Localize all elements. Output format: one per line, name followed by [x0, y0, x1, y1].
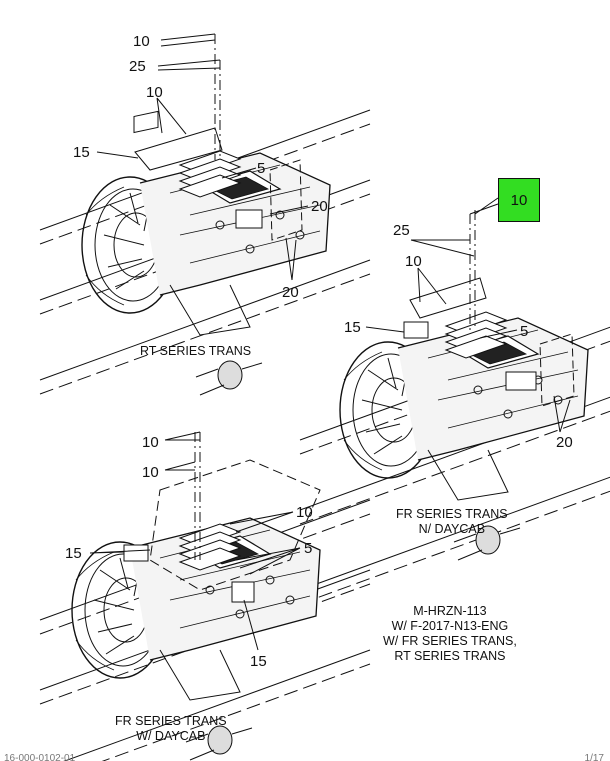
applicability-note: M-HRZN-113 W/ F-2017-N13-ENG W/ FR SERIE…: [383, 604, 517, 664]
caption-fr-no-daycab: FR SERIES TRANS N/ DAYCAB: [396, 507, 508, 537]
callout-5: 5: [257, 160, 265, 177]
note-line: RT SERIES TRANS: [394, 649, 506, 663]
callout-25: 25: [129, 58, 146, 75]
view-fr-series-no-daycab: 25 10 15 5 20: [299, 197, 610, 605]
caption-line: RT SERIES TRANS: [140, 344, 252, 358]
callout-20: 20: [282, 284, 299, 301]
callout-10: 10: [296, 504, 313, 521]
callout-10: 10: [405, 253, 422, 270]
footer-left: 16-000-0102-01: [4, 753, 76, 761]
callout-20: 20: [556, 434, 573, 451]
callout-25: 25: [393, 222, 410, 239]
note-line: M-HRZN-113: [413, 604, 487, 618]
callout-15: 15: [73, 144, 90, 161]
callout-10: 10: [142, 434, 159, 451]
caption-fr-daycab: FR SERIES TRANS W/ DAYCAB: [115, 714, 227, 744]
callout-20: 20: [311, 198, 328, 215]
callout-10: 10: [146, 84, 163, 101]
caption-line: N/ DAYCAB: [418, 522, 486, 536]
footer-right: 1/17: [584, 753, 604, 761]
callout-10: 10: [133, 33, 150, 50]
caption-line: FR SERIES TRANS: [115, 714, 227, 728]
callout-5: 5: [304, 540, 312, 557]
caption-line: FR SERIES TRANS: [396, 507, 508, 521]
callout-15: 15: [250, 653, 267, 670]
caption-rt-series: RT SERIES TRANS: [140, 344, 251, 359]
view-rt-series: 10 25 10 15 5 20 20: [39, 33, 371, 396]
view-fr-series-daycab: 10 10 10 15 5 15: [39, 431, 371, 761]
note-line: W/ FR SERIES TRANS,: [383, 634, 517, 648]
callout-15: 15: [344, 319, 361, 336]
highlighted-callout-10[interactable]: 10: [498, 178, 540, 222]
callout-15: 15: [65, 545, 82, 562]
note-line: W/ F-2017-N13-ENG: [391, 619, 509, 633]
callout-10-label: 10: [510, 191, 528, 209]
caption-line: W/ DAYCAB: [136, 729, 206, 743]
callout-5: 5: [520, 323, 528, 340]
callout-10: 10: [142, 464, 159, 481]
